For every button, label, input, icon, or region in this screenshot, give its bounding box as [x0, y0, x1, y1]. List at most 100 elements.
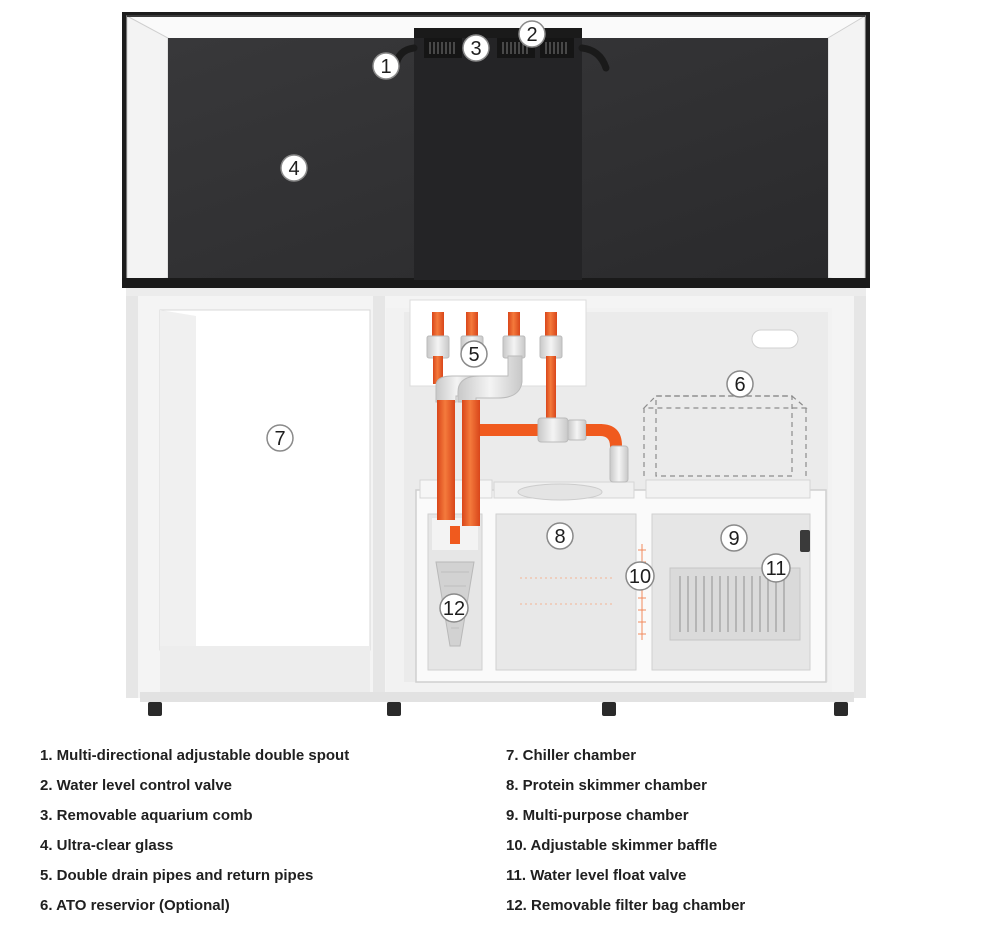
- cabinet-feet: [148, 702, 848, 716]
- drain-and-return-pipes: [426, 312, 629, 544]
- foot: [148, 702, 162, 716]
- legend-item: 9. Multi-purpose chamber: [506, 807, 689, 824]
- callout-label: 2: [526, 24, 537, 46]
- callout-marker: [761, 553, 791, 583]
- callout-label: 12: [443, 598, 465, 620]
- chiller-chamber-floor: [160, 646, 370, 692]
- return-pipe-short: [586, 424, 602, 436]
- callout-marker: [462, 34, 490, 62]
- filter-rack-slots: [679, 576, 785, 632]
- legend-item: 1. Multi-directional adjustable double s…: [40, 747, 350, 764]
- legend-item: 8. Protein skimmer chamber: [506, 777, 707, 794]
- drain-pipe-tip: [450, 526, 460, 544]
- callout-7: 7: [266, 424, 294, 452]
- callout-marker: [280, 154, 308, 182]
- legend-item: 6. ATO reservior (Optional): [40, 897, 230, 914]
- sump: [415, 479, 827, 683]
- tank-left-side-panel: [126, 15, 169, 283]
- pipe-left-1: [432, 312, 444, 342]
- callout-label: 11: [766, 558, 787, 580]
- callout-label: 8: [554, 526, 565, 548]
- comb-teeth: [429, 42, 567, 54]
- union-fitting: [539, 335, 563, 359]
- callout-5: 5: [460, 340, 488, 368]
- legend-item: 4. Ultra-clear glass: [40, 837, 174, 854]
- callout-4: 4: [280, 154, 308, 182]
- legend-item: 5. Double drain pipes and return pipes: [40, 867, 314, 884]
- aquarium-comb: [424, 38, 574, 58]
- tank-right-side-panel: [827, 15, 866, 283]
- legend-column-left: 1. Multi-directional adjustable double s…: [40, 746, 349, 926]
- callout-label: 10: [629, 566, 651, 588]
- callout-2: 2: [518, 20, 546, 48]
- cabinet-left-post: [126, 288, 138, 698]
- drain-elbow-right: [457, 355, 523, 403]
- foot: [387, 702, 401, 716]
- legend-item: 11. Water level float valve: [506, 867, 687, 884]
- pipe-left-2: [466, 312, 478, 342]
- sump-lid-left: [419, 479, 493, 499]
- callout-label: 7: [274, 428, 285, 450]
- callout-9: 9: [720, 524, 748, 552]
- overflow-box-top: [414, 28, 582, 38]
- union-fitting: [426, 335, 450, 359]
- callout-marker: [439, 593, 469, 623]
- callout-marker: [720, 524, 748, 552]
- pipe-left-1-lower: [433, 356, 443, 384]
- pipe-right-2-lower: [546, 356, 556, 418]
- cabinet-right-post: [854, 288, 866, 698]
- legend-item: 10. Adjustable skimmer baffle: [506, 837, 718, 854]
- ato-reservoir: [642, 395, 808, 480]
- foot: [602, 702, 616, 716]
- overflow-box: [414, 30, 582, 280]
- callout-label: 4: [288, 158, 299, 180]
- callout-3: 3: [462, 34, 490, 62]
- pipe-right-2: [545, 312, 557, 342]
- legend-item: 7. Chiller chamber: [506, 747, 637, 764]
- callout-label: 9: [728, 528, 739, 550]
- foot: [834, 702, 848, 716]
- callout-marker: [518, 20, 546, 48]
- water-level-float-valve: [800, 530, 810, 552]
- tank-bottom-rim: [122, 278, 870, 288]
- chiller-chamber-left-wall: [160, 310, 196, 650]
- return-union: [567, 419, 587, 441]
- cabinet-base: [140, 692, 854, 702]
- double-spout-right: [578, 44, 610, 72]
- callout-1: 1: [372, 52, 400, 80]
- skimmer-cutout: [517, 483, 603, 501]
- legend: 1. Multi-directional adjustable double s…: [0, 740, 997, 927]
- tank: [122, 12, 870, 288]
- drain-pipe-left: [437, 400, 455, 520]
- legend-item: 12. Removable filter bag chamber: [506, 897, 746, 914]
- callout-marker: [460, 340, 488, 368]
- legend-item: 2. Water level control valve: [40, 777, 233, 794]
- return-pipe-drop: [609, 445, 629, 483]
- callout-label: 3: [470, 38, 481, 60]
- callout-marker: [266, 424, 294, 452]
- pipe-right-1: [508, 312, 520, 342]
- return-tee: [537, 417, 569, 443]
- callout-marker: [625, 561, 655, 591]
- callout-12: 12: [439, 593, 469, 623]
- callout-6: 6: [726, 370, 754, 398]
- drain-pipe-right: [462, 400, 480, 526]
- callout-marker: [726, 370, 754, 398]
- ato-reservoir-top: [642, 395, 808, 409]
- sump-lid-right: [645, 479, 811, 499]
- callout-label: 5: [468, 344, 479, 366]
- callout-10: 10: [625, 561, 655, 591]
- callout-label: 6: [734, 374, 745, 396]
- legend-item: 3. Removable aquarium comb: [40, 807, 253, 824]
- legend-column-right: 7. Chiller chamber 8. Protein skimmer ch…: [506, 746, 745, 926]
- cabinet-top-rail: [126, 288, 866, 296]
- callout-11: 11: [761, 553, 791, 583]
- comb-slot-3: [540, 38, 574, 58]
- cable-slot: [751, 329, 799, 349]
- callout-8: 8: [546, 522, 574, 550]
- callout-marker: [546, 522, 574, 550]
- union-fitting: [502, 335, 526, 359]
- cabinet-divider: [373, 292, 385, 692]
- return-pipe-horizontal: [480, 424, 542, 436]
- callout-marker: [372, 52, 400, 80]
